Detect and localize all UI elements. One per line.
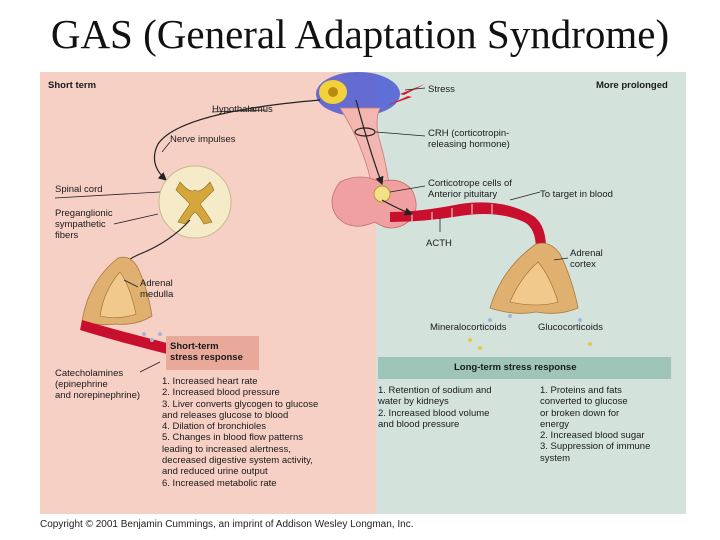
hypothalamus-neuron bbox=[328, 87, 338, 97]
label-stress: Stress bbox=[428, 84, 455, 95]
label-to-target: To target in blood bbox=[540, 189, 613, 200]
list-item: 1. Proteins and fats converted to glucos… bbox=[540, 385, 628, 430]
label-glucocorticoids: Glucocorticoids bbox=[538, 322, 603, 333]
slide-title: GAS (General Adaptation Syndrome) bbox=[50, 11, 670, 57]
acth-blood-vessel bbox=[390, 202, 546, 250]
label-crh: CRH (corticotropin- releasing hormone) bbox=[428, 128, 510, 150]
header-short-term: Short term bbox=[48, 80, 97, 91]
label-hypothalamus: Hypothalamus bbox=[212, 104, 273, 115]
label-preganglionic: Preganglionic sympathetic fibers bbox=[55, 208, 113, 241]
adrenal-cortex-inner bbox=[509, 261, 559, 306]
glucocorticoid-effects-list: 1. Proteins and fats converted to glucos… bbox=[540, 385, 650, 464]
spinal-gray-matter bbox=[175, 181, 215, 225]
list-item: 6. Increased metabolic rate bbox=[162, 477, 277, 489]
list-item: 2. Increased blood pressure bbox=[162, 387, 280, 399]
list-item: 3. Suppression of immune system bbox=[540, 441, 651, 464]
list-item: 2. Increased blood volume and blood pres… bbox=[378, 407, 490, 430]
label-adrenal-medulla: Adrenal medulla bbox=[140, 278, 174, 300]
short-term-response-title: Short-term stress response bbox=[170, 341, 243, 363]
list-item: 5. Changes in blood flow patterns leadin… bbox=[162, 432, 313, 478]
label-acth: ACTH bbox=[426, 238, 452, 249]
crh-ring bbox=[354, 127, 376, 137]
label-adrenal-cortex: Adrenal cortex bbox=[570, 248, 603, 270]
gas-diagram: Short term More prolonged Stress Hypotha… bbox=[40, 72, 686, 514]
nerve-impulse-path bbox=[153, 99, 321, 181]
adrenal-medulla bbox=[99, 271, 137, 318]
diagram-art bbox=[54, 72, 592, 373]
label-nerve-impulses: Nerve impulses bbox=[170, 134, 236, 145]
short-term-response-box: Short-term stress response bbox=[166, 336, 259, 370]
list-item: 4. Dilation of bronchioles bbox=[162, 421, 267, 433]
label-spinal-cord: Spinal cord bbox=[55, 184, 103, 195]
hypothalamus-pituitary-path bbox=[355, 99, 384, 186]
list-item: 2. Increased blood sugar bbox=[540, 430, 645, 442]
list-item: 1. Retention of sodium and water by kidn… bbox=[378, 385, 492, 408]
list-item: 3. Liver converts glycogen to glucose an… bbox=[162, 398, 319, 421]
copyright-notice: Copyright © 2001 Benjamin Cummings, an i… bbox=[40, 519, 414, 530]
mineralocorticoid-effects-list: 1. Retention of sodium and water by kidn… bbox=[378, 385, 492, 430]
header-more-prolonged: More prolonged bbox=[596, 80, 668, 91]
list-item: 1. Increased heart rate bbox=[162, 376, 258, 387]
label-corticotrope: Corticotrope cells of Anterior pituitary bbox=[428, 178, 512, 200]
corticotrope-cell bbox=[373, 185, 391, 203]
label-catecholamines: Catecholamines (epinephrine and norepine… bbox=[55, 368, 141, 401]
label-mineralocorticoids: Mineralocorticoids bbox=[430, 322, 507, 333]
pituitary-acth-arrow bbox=[381, 199, 414, 216]
long-term-response-title: Long-term stress response bbox=[454, 362, 577, 373]
long-term-response-box: Long-term stress response bbox=[378, 357, 671, 379]
